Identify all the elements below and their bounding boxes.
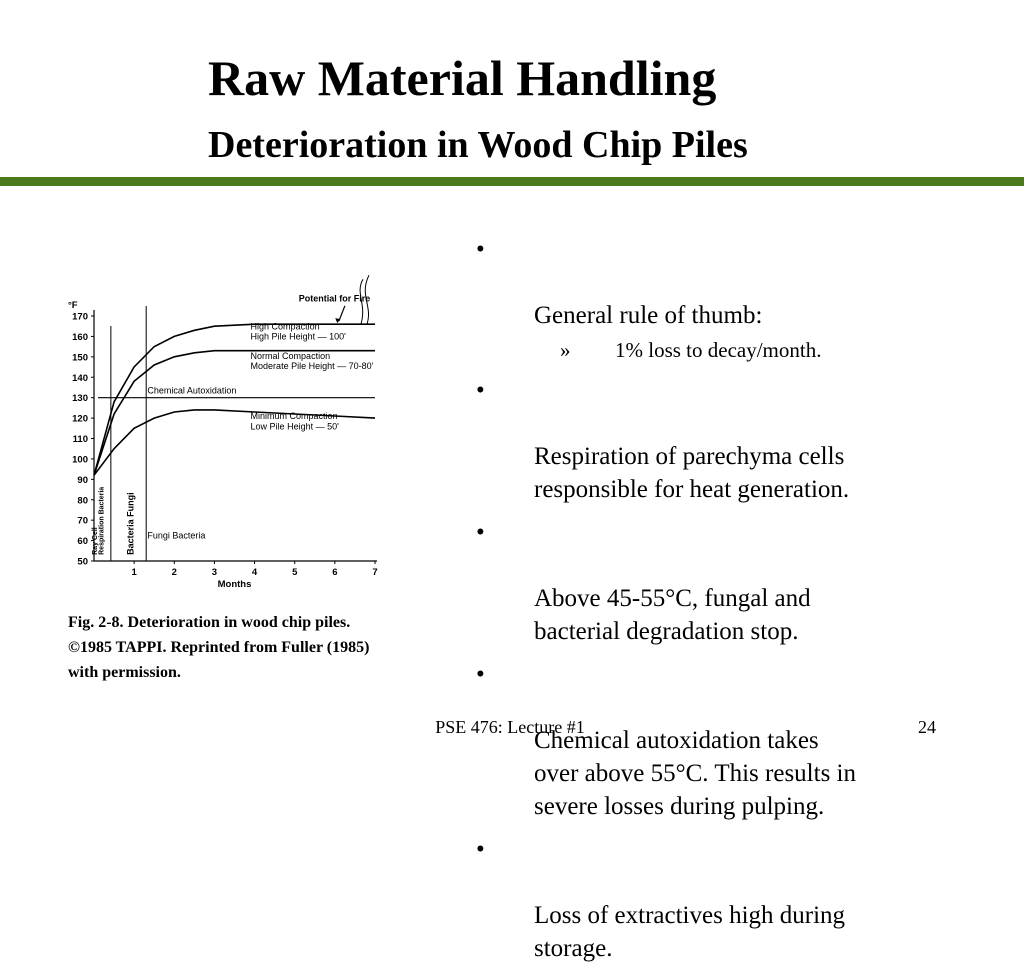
y-tick-label: 110 (73, 434, 88, 445)
minimum-compaction-line (93, 409, 376, 476)
sub-bullet-marker: » (560, 338, 571, 362)
fire-annotation-label: Potential for Fire (299, 294, 371, 304)
y-tick-label: 120 (72, 414, 88, 425)
x-tick-label: 7 (372, 567, 377, 578)
y-axis-label: °F (68, 300, 78, 311)
bullet-item: • General rule of thumb: (470, 233, 990, 332)
x-tick-label: 6 (332, 567, 337, 578)
figure-caption-line: ©1985 TAPPI. Reprinted from Fuller (1985… (68, 639, 370, 656)
y-tick-label: 90 (77, 475, 88, 486)
bullet-item: • Above 45-55°C, fungal and bacterial de… (470, 516, 990, 648)
x-axis-label: Months (218, 579, 252, 590)
phase-label: Respiration Bacteria (99, 487, 106, 555)
page-number: 24 (918, 717, 936, 737)
flame-icon (359, 279, 364, 325)
y-tick-label: 130 (72, 393, 88, 404)
title-divider (0, 177, 1024, 186)
y-tick-label: 150 (72, 352, 88, 363)
series-label: Chemical Autoxidation (147, 386, 236, 396)
series-label: High Compaction (251, 321, 320, 331)
footer-course: PSE 476: Lecture #1 (435, 717, 585, 737)
y-tick-label: 50 (77, 557, 88, 568)
phase-label: Fungi Bacteria (147, 531, 205, 541)
phase-label: Ray Cell (92, 527, 99, 555)
bullet-marker: • (476, 377, 485, 404)
series-label: High Pile Height — 100' (251, 331, 347, 341)
x-tick-label: 2 (172, 567, 177, 578)
series-label: Normal Compaction (251, 351, 331, 361)
bullet-item: • Respiration of parechyma cells respons… (470, 374, 990, 506)
x-tick-label: 5 (292, 567, 298, 578)
bullet-text: Chemical autoxidation takes over above 5… (534, 727, 856, 820)
x-tick-label: 1 (131, 567, 137, 578)
bullet-marker: • (476, 661, 485, 688)
slide-subtitle: Deterioration in Wood Chip Piles (208, 124, 748, 166)
phase-label: Bacteria Fungi (125, 492, 135, 555)
y-tick-label: 70 (77, 516, 88, 527)
sub-bullet-text: 1% loss to decay/month. (615, 338, 822, 362)
flame-icon (364, 274, 370, 325)
normal-compaction-line (93, 349, 375, 476)
bullet-marker: • (476, 236, 485, 263)
deterioration-figure: 50 60 70 80 90 100 110 120 130 140 150 160 170°F 1 2 3 4… (62, 210, 462, 690)
bullet-text: Loss of extractives high during storage. (534, 902, 846, 962)
figure-caption-line: with permission. (68, 664, 181, 681)
series-label: Minimum Compaction (251, 411, 338, 421)
y-tick-label: 80 (77, 495, 88, 506)
bullet-item: • Chemical autoxidation takes over above… (470, 658, 990, 823)
high-compaction-line (93, 323, 375, 476)
y-tick-label: 170 (72, 312, 88, 323)
series-label: Low Pile Height — 50' (251, 421, 340, 431)
sub-bullet-item: » 1% loss to decay/month. (470, 336, 990, 364)
y-tick-label: 100 (72, 454, 88, 465)
bullet-marker: • (476, 519, 485, 546)
fire-arrow (338, 305, 346, 322)
y-tick-label: 160 (72, 332, 88, 343)
deterioration-chart: 50 60 70 80 90 100 110 120 130 140 150 160 170°F 1 2 3 4… (68, 274, 378, 590)
x-tick-label: 4 (252, 567, 258, 578)
slide-title: Raw Material Handling (208, 50, 717, 106)
bullet-text: Respiration of parechyma cells responsib… (534, 443, 850, 503)
fire-arrow-head (335, 318, 341, 324)
y-tick-label: 140 (72, 373, 88, 384)
bullet-text: General rule of thumb: (534, 302, 763, 329)
bullet-text: Above 45-55°C, fungal and bacterial degr… (534, 585, 811, 645)
bullet-list: • General rule of thumb: » 1% loss to de… (470, 233, 990, 975)
y-tick-label: 60 (77, 536, 88, 547)
figure-caption-line: Fig. 2-8. Deterioration in wood chip pil… (68, 614, 351, 631)
figure-caption: Fig. 2-8. Deterioration in wood chip pil… (68, 610, 448, 685)
series-label: Moderate Pile Height — 70-80' (251, 361, 374, 371)
x-tick-label: 3 (212, 567, 217, 578)
bullet-item: • Loss of extractives high during storag… (470, 833, 990, 965)
bullet-marker: • (476, 836, 485, 863)
